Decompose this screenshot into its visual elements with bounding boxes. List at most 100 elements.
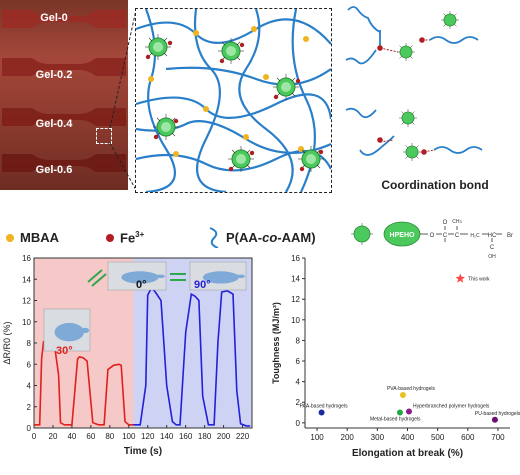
x-tick-label: 160: [179, 432, 193, 441]
svg-text:HC: HC: [488, 233, 497, 239]
x-tick-label: 60: [86, 432, 95, 441]
fe-ions: [145, 40, 324, 172]
y-tick-label: 8: [27, 339, 32, 348]
svg-text:C: C: [455, 233, 460, 239]
gel-strip: [2, 8, 126, 30]
coordination-schematic: [345, 6, 483, 162]
svg-text:C: C: [490, 245, 495, 251]
network-drawing: [135, 8, 333, 194]
mbaa-marker: [6, 234, 14, 242]
svg-text:C: C: [443, 233, 448, 239]
y-axis-label: Toughness (MJ/m³): [271, 302, 281, 384]
polymer-label: P(AA-co-AAM): [226, 230, 316, 245]
gel-label-04: Gel-0.4: [35, 118, 73, 130]
y-tick-label: 4: [296, 378, 301, 387]
y-tick-label: 10: [291, 316, 300, 325]
svg-text:O: O: [430, 233, 435, 239]
gel-strip: [2, 106, 126, 128]
y-tick-label: 4: [27, 382, 32, 391]
x-tick-label: 200: [341, 433, 355, 442]
photo-30deg-glove: [54, 322, 85, 342]
gel-label-02: Gel-0.2: [35, 69, 73, 81]
x-tick-label: 80: [105, 432, 114, 441]
x-tick-label: 700: [491, 433, 505, 442]
zoom-connector: [109, 9, 137, 191]
fe-label: Fe3+: [120, 230, 145, 246]
x-tick-label: 300: [371, 433, 385, 442]
y-tick-label: 12: [291, 295, 300, 304]
hpeho-structure: HPEHO O C O C CH3 H₂C HC Br C OH: [351, 219, 513, 260]
x-tick-label: 600: [461, 433, 475, 442]
point-label: PAA-based hydrogels: [300, 404, 348, 410]
gel-photo: Gel-0 Gel-0.2 Gel-0.4 Gel-0.6: [0, 0, 128, 190]
gel-label-06: Gel-0.6: [35, 164, 73, 176]
y-tick-label: 6: [27, 360, 32, 369]
x-tick-label: 0: [32, 432, 37, 441]
toughness-svg: 100 200 300 400 500 600 700 0 2 4 6 8 10 12 14 16Elonga…: [271, 254, 520, 459]
mbaa-label: MBAA: [20, 230, 59, 245]
x-tick-label: 40: [67, 432, 76, 441]
y-tick-label: 14: [22, 275, 31, 284]
y-tick-label: 16: [291, 254, 300, 263]
y-axis-label: ΔR/R0 (%): [2, 321, 12, 364]
x-tick-label: 200: [217, 432, 231, 441]
y-tick-label: 14: [291, 275, 300, 284]
point-label: Metal-based hydrogels: [370, 417, 421, 423]
svg-text:O: O: [443, 220, 448, 226]
photo-0deg-finger: [148, 274, 165, 278]
y-tick-label: 2: [27, 403, 32, 412]
photo-90deg-glove: [202, 271, 239, 284]
x-tick-label: 140: [160, 432, 174, 441]
zoom-box: [96, 128, 112, 144]
y-tick-label: 0: [296, 419, 301, 428]
point-label: Hyperbranched polymer hydrogels: [413, 404, 490, 410]
polymer-chain-icon: [209, 227, 219, 248]
coordination-bond-title: Coordination bond: [381, 178, 489, 192]
annotation-30deg: 30°: [56, 345, 73, 357]
y-tick-label: 2: [296, 398, 301, 407]
x-tick-label: 500: [431, 433, 445, 442]
point-star: [455, 273, 465, 283]
br-text: Br: [507, 233, 513, 239]
mbaa-crosslinks: [148, 26, 309, 157]
hpeho-text: HPEHO: [390, 232, 415, 239]
y-tick-label: 10: [22, 318, 31, 327]
point-label: PU-based hydrogels: [475, 411, 520, 417]
photo-0deg-glove: [121, 271, 159, 284]
network-schematic: [135, 8, 333, 194]
legend-row: MBAA Fe3+ P(AA-co-AAM) HPEHO O C O C CH3…: [0, 219, 520, 260]
x-tick-label: 100: [310, 433, 324, 442]
photo-30deg-finger: [76, 327, 90, 333]
point-3: [396, 409, 403, 416]
point-label: PVA-based hydrogels: [387, 386, 435, 392]
x-tick-label: 180: [198, 432, 212, 441]
x-tick-label: 100: [122, 432, 136, 441]
point-4: [318, 409, 325, 416]
point-1: [399, 392, 406, 399]
y-tick-label: 16: [22, 254, 31, 263]
green-arrow: [87, 269, 103, 283]
svg-text:H₂C: H₂C: [470, 233, 480, 239]
x-tick-label: 400: [401, 433, 415, 442]
x-axis-label: Time (s): [124, 446, 162, 457]
svg-text:CH3: CH3: [452, 219, 462, 225]
y-tick-label: 0: [27, 424, 32, 433]
point-2: [406, 408, 413, 415]
x-tick-label: 20: [49, 432, 58, 441]
annotation-90deg: 90°: [194, 279, 211, 291]
point-label: This work: [468, 277, 490, 283]
gel-strip: [2, 152, 126, 174]
x-axis-label: Elongation at break (%): [352, 448, 463, 459]
fe-marker: [106, 234, 114, 242]
point-5: [491, 416, 498, 423]
annotation-0deg: 0°: [136, 279, 147, 291]
y-tick-label: 6: [296, 357, 301, 366]
photo-90deg-finger: [229, 274, 245, 278]
gel-strip: [2, 56, 126, 78]
gel-label-0: Gel-0: [40, 12, 68, 24]
y-tick-label: 8: [296, 336, 301, 345]
x-tick-label: 120: [141, 432, 155, 441]
